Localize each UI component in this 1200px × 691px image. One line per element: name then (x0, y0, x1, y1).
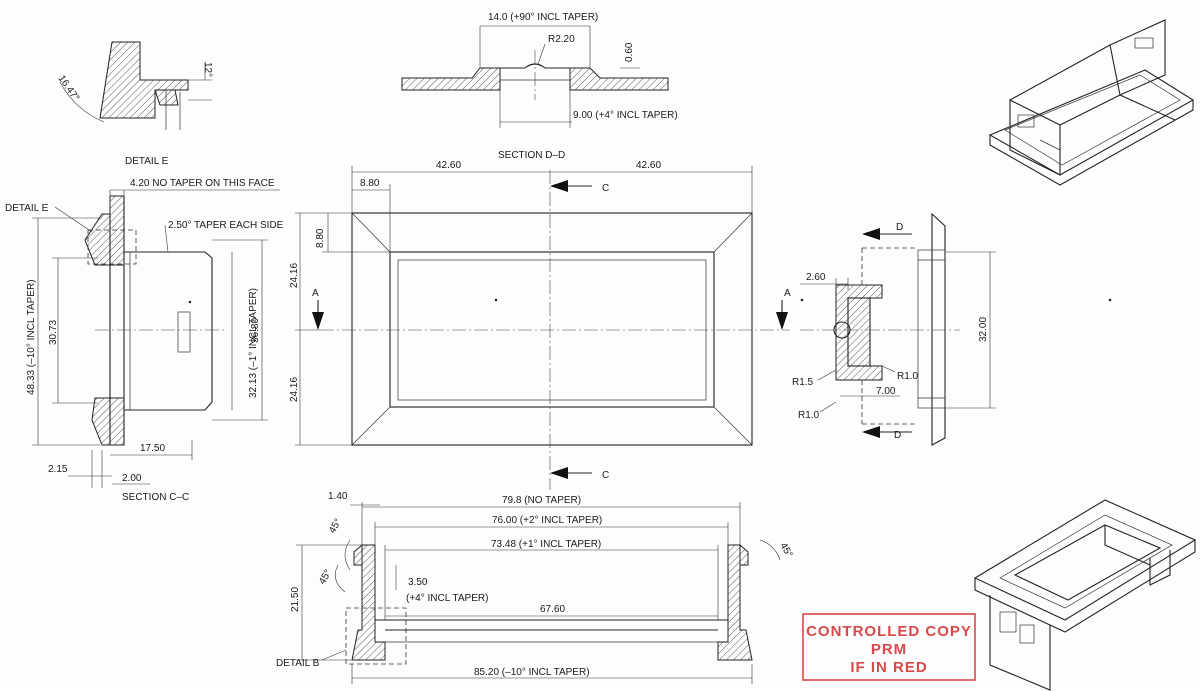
plan-flange-x-dim: 8.80 (360, 178, 380, 189)
stamp-line: IF IN RED (850, 659, 927, 676)
section-aa-height-dim: 32.00 (978, 317, 989, 342)
cut-label-c-top: C (602, 183, 609, 194)
section-bottom-inner-dim: 73.48 (+1° INCL TAPER) (491, 539, 601, 550)
section-dd-width-dim: 14.0 (+90° INCL TAPER) (488, 12, 598, 23)
section-bottom-height-dim: 21.50 (290, 587, 301, 612)
detail-e-angle-dim: 16.47° (56, 73, 82, 103)
detail-e-title: DETAIL E (125, 156, 169, 167)
section-dd-view: 14.0 (+90° INCL TAPER) R2.20 0.60 9.00 (… (401, 12, 678, 128)
plan-flange-y-dim: 8.80 (315, 228, 326, 248)
section-dd-depth-dim: 0.60 (624, 42, 635, 62)
section-bottom-taper-note: (+4° INCL TAPER) (406, 593, 488, 604)
plan-height-top-dim: 24.16 (289, 263, 300, 288)
section-cc-inner-height-dim: 30.73 (48, 320, 59, 345)
cut-label-c-bottom: C (602, 470, 609, 481)
section-bottom-outer-dim: 76.00 (+2° INCL TAPER) (492, 515, 602, 526)
stamp-line: PRM (871, 641, 907, 658)
section-bottom-overall-dim: 79.8 (NO TAPER) (502, 495, 581, 506)
section-dd-base-dim: 9.00 (+4° INCL TAPER) (573, 110, 678, 121)
section-dd-radius-dim: R2.20 (548, 34, 575, 45)
isometric-view-top (988, 19, 1195, 186)
cut-label-a-right: A (784, 288, 791, 299)
section-cc-title: SECTION C–C (122, 492, 189, 503)
section-cc-detail-callout: DETAIL E (5, 203, 49, 214)
detail-b-callout: DETAIL B (276, 658, 320, 669)
section-bottom-step-dim: 3.50 (408, 577, 428, 588)
section-dd-title: SECTION D–D (498, 150, 565, 161)
plan-view: 42.60 42.60 8.80 8.80 24.16 24.16 SECTIO… (289, 150, 804, 490)
section-bottom-flange-dim: 85.20 (–10° INCL TAPER) (474, 667, 590, 678)
plan-width-left-dim: 42.60 (436, 160, 461, 171)
section-cc-wall-dim: 2.00 (122, 473, 142, 484)
section-bottom-wall-dim: 1.40 (328, 491, 348, 502)
section-aa-wall-dim: 2.60 (806, 272, 826, 283)
section-aa-radius-dim: R1.0 (798, 410, 820, 421)
section-aa-view: 2.60 R1.5 R1.0 7.00 R1.0 32.00 D D (792, 212, 1112, 446)
section-bottom-view: 1.40 79.8 (NO TAPER) 76.00 (+2° INCL TAP… (276, 491, 794, 684)
plan-width-right-dim: 42.60 (636, 160, 661, 171)
detail-e-view: 16.47° 12° (56, 41, 213, 130)
cut-label-d-bottom: D (894, 430, 901, 441)
section-bottom-angle-dim: 45° (327, 517, 344, 536)
cut-label-a-left: A (312, 288, 319, 299)
section-cc-body-height-dim: 32.13 (–1° INCL TAPER) (248, 288, 259, 398)
section-cc-flange-height-dim: 36.80 (250, 318, 261, 343)
plan-height-bottom-dim: 24.16 (289, 377, 300, 402)
detail-e-angle-dim: 12° (202, 62, 213, 77)
section-cc-no-taper-dim: 4.20 NO TAPER ON THIS FACE (130, 178, 275, 189)
section-cc-flange-dim: 2.15 (48, 464, 68, 475)
controlled-copy-stamp: CONTROLLED COPY PRM IF IN RED (802, 613, 976, 681)
section-cc-depth-dim: 17.50 (140, 443, 165, 454)
section-aa-width-dim: 7.00 (876, 386, 896, 397)
section-aa-radius-dim: R1.0 (897, 371, 919, 382)
cut-label-d-top: D (896, 222, 903, 233)
section-cc-view: DETAIL E 4.20 NO TAPER ON THIS FACE 2.50… (5, 156, 284, 503)
isometric-view-bottom (973, 499, 1197, 691)
section-bottom-angle-dim: 45° (317, 568, 334, 587)
section-cc-overall-height-dim: 48.33 (–10° INCL TAPER) (26, 279, 37, 395)
section-cc-taper-note: 2.50° TAPER EACH SIDE (168, 220, 284, 231)
section-bottom-angle-dim: 45° (777, 541, 794, 560)
stamp-line: CONTROLLED COPY (806, 623, 972, 640)
section-aa-radius-dim: R1.5 (792, 377, 814, 388)
section-bottom-base-dim: 67.60 (540, 604, 565, 615)
